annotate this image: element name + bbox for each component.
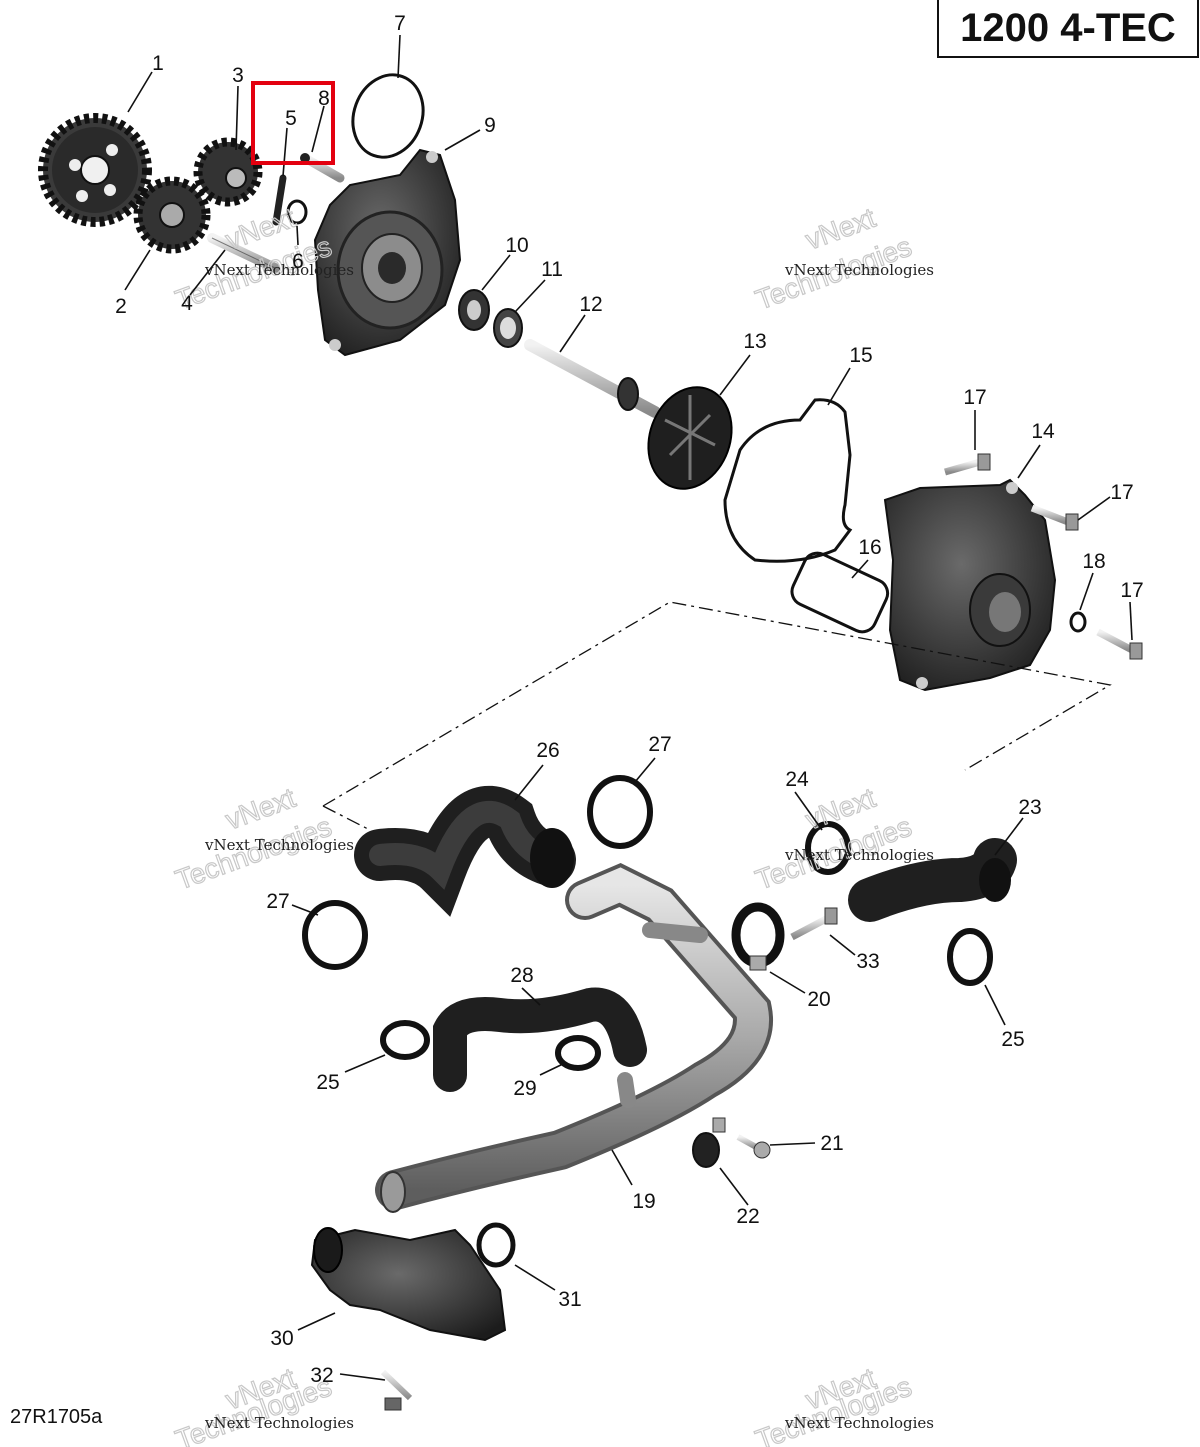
hose-clamps-25-part [380, 928, 993, 1060]
callout-25b: 25 [316, 1071, 339, 1094]
hose-clamp-24-part [805, 821, 851, 875]
callout-5: 5 [285, 107, 297, 130]
callout-2: 2 [115, 295, 127, 318]
svg-text:vNext Technologies: vNext Technologies [784, 1414, 934, 1432]
coolant-pipe-part [375, 862, 773, 1213]
leader-lines [124, 34, 1133, 1381]
callout-10: 10 [505, 234, 528, 257]
callout-12: 12 [579, 293, 602, 316]
pump-cover-part [883, 478, 1057, 692]
thermostat-o-ring-part [476, 1222, 516, 1268]
s-hose-part [354, 786, 576, 917]
callout-27b: 27 [266, 890, 289, 913]
model-title: 1200 4-TEC [937, 0, 1199, 58]
impeller-shaft-part [524, 339, 661, 418]
bearing-part [493, 308, 523, 348]
callout-26: 26 [536, 739, 559, 762]
callout-30: 30 [270, 1327, 293, 1350]
callout-numbers: 1 2 3 4 5 6 7 8 9 10 11 12 13 14 15 16 1… [115, 12, 1144, 1387]
impeller-part [647, 386, 733, 490]
callout-17a: 17 [963, 386, 986, 409]
callout-11: 11 [541, 258, 563, 281]
svg-text:vNext Technologies: vNext Technologies [204, 1414, 354, 1432]
callout-27a: 27 [648, 733, 671, 756]
callout-4: 4 [181, 292, 193, 315]
callout-21: 21 [820, 1132, 843, 1155]
callout-24: 24 [785, 768, 809, 791]
callout-33: 33 [856, 950, 879, 973]
gear-large-part [38, 113, 152, 227]
assembly-reference-lines [322, 601, 1112, 831]
watermarks: vNext Technologies vNext Technologies vN… [171, 201, 934, 1447]
svg-text:vNext Technologies: vNext Technologies [204, 836, 354, 854]
clip-bolt-33-part [790, 907, 838, 941]
callout-22: 22 [736, 1205, 759, 1228]
callout-9: 9 [484, 114, 496, 137]
callout-16: 16 [858, 536, 881, 559]
pump-housing-part [313, 148, 462, 357]
hose-elbow-23-part [848, 838, 1017, 922]
highlight-box [251, 81, 335, 165]
callout-7: 7 [394, 12, 406, 35]
callout-18: 18 [1082, 550, 1105, 573]
callout-19: 19 [632, 1190, 655, 1213]
thermostat-housing-part [310, 1227, 507, 1342]
callout-17b: 17 [1110, 481, 1133, 504]
svg-text:vNext Technologies: vNext Technologies [784, 261, 934, 279]
bypass-hose-28-part [433, 987, 647, 1092]
callout-3: 3 [232, 64, 244, 87]
callout-6: 6 [292, 250, 304, 273]
callout-8: 8 [318, 87, 330, 110]
pipe-clip-20-part [731, 902, 785, 971]
hose-clamps-27-part [302, 775, 653, 970]
callout-32: 32 [310, 1364, 333, 1387]
clip-screw-21-part [736, 1134, 771, 1159]
pipe-clip-22-part [692, 1117, 726, 1168]
housing-gasket-part [723, 398, 853, 563]
washer-part [1069, 611, 1087, 633]
callout-23: 23 [1018, 796, 1041, 819]
callout-15: 15 [849, 344, 872, 367]
gear-upper-part [193, 137, 263, 207]
svg-text:vNext Technologies: vNext Technologies [204, 261, 354, 279]
callout-28: 28 [510, 964, 533, 987]
o-ring-part [351, 73, 425, 159]
callout-20: 20 [807, 988, 830, 1011]
callout-31: 31 [558, 1288, 581, 1311]
seal-part [458, 289, 490, 331]
hose-clamp-29-part [555, 1035, 601, 1071]
thermostat-bolt-part [380, 1369, 413, 1411]
callout-1: 1 [152, 52, 164, 75]
pin-part [272, 174, 287, 226]
callout-17c: 17 [1120, 579, 1143, 602]
diagram-code: 27R1705a [10, 1406, 103, 1428]
callout-14: 14 [1031, 420, 1055, 443]
cover-bolts-part [944, 453, 1143, 660]
gear-lower-part [133, 176, 211, 254]
svg-text:vNext Technologies: vNext Technologies [784, 846, 934, 864]
small-gasket-part [790, 551, 890, 634]
small-ring-part [286, 199, 308, 225]
callout-25a: 25 [1001, 1028, 1024, 1051]
callout-13: 13 [743, 330, 766, 353]
gear-shaft-part [207, 233, 280, 273]
callout-29: 29 [513, 1077, 536, 1100]
